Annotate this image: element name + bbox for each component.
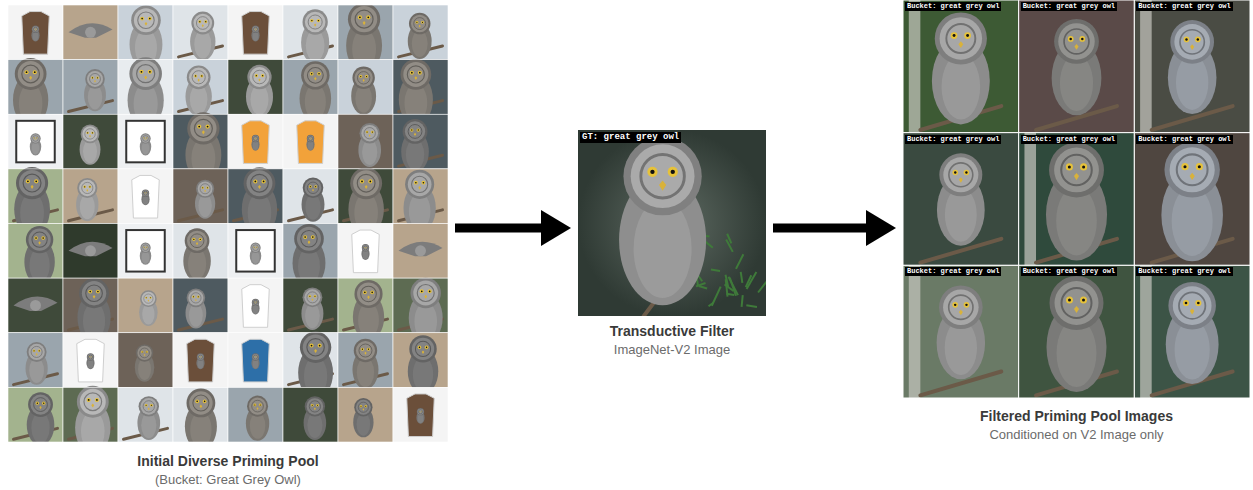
panel-subtitle: Conditioned on V2 Image only <box>823 426 1253 444</box>
bucket-tag: Bucket: great grey owl <box>905 267 1001 276</box>
bucket-tag: Bucket: great grey owl <box>1021 135 1117 144</box>
image-panel: Initial Diverse Priming Pool(Bucket: Gre… <box>8 5 448 442</box>
bucket-tag: Bucket: great grey owl <box>1136 267 1232 276</box>
flow-arrow <box>455 224 541 233</box>
panel-subtitle: ImageNet-V2 Image <box>498 341 846 359</box>
caption-block: Transductive FilterImageNet-V2 Image <box>498 322 846 359</box>
photo-illustration <box>8 5 448 442</box>
bucket-tag: Bucket: great grey owl <box>1136 135 1232 144</box>
bucket-tag: Bucket: great grey owl <box>905 135 1001 144</box>
image-panel: Transductive FilterImageNet-V2 ImageGT: … <box>578 130 766 316</box>
panel-title: Transductive Filter <box>498 322 846 341</box>
panel-title: Initial Diverse Priming Pool <box>0 452 528 471</box>
bucket-tag: Bucket: great grey owl <box>1021 267 1117 276</box>
flow-arrow <box>773 224 866 233</box>
bucket-tag: Bucket: great grey owl <box>905 2 1001 11</box>
bucket-tag: Bucket: great grey owl <box>1136 2 1232 11</box>
photo-illustration <box>903 0 1250 398</box>
panel-subtitle: (Bucket: Great Grey Owl) <box>0 471 528 489</box>
caption-block: Filtered Priming Pool ImagesConditioned … <box>823 407 1253 444</box>
photo-illustration <box>578 130 766 316</box>
panel-title: Filtered Priming Pool Images <box>823 407 1253 426</box>
bucket-tag: Bucket: great grey owl <box>1021 2 1117 11</box>
ground-truth-tag: GT: great grey owl <box>580 132 681 143</box>
image-panel: Filtered Priming Pool ImagesConditioned … <box>903 0 1250 398</box>
caption-block: Initial Diverse Priming Pool(Bucket: Gre… <box>0 452 528 489</box>
